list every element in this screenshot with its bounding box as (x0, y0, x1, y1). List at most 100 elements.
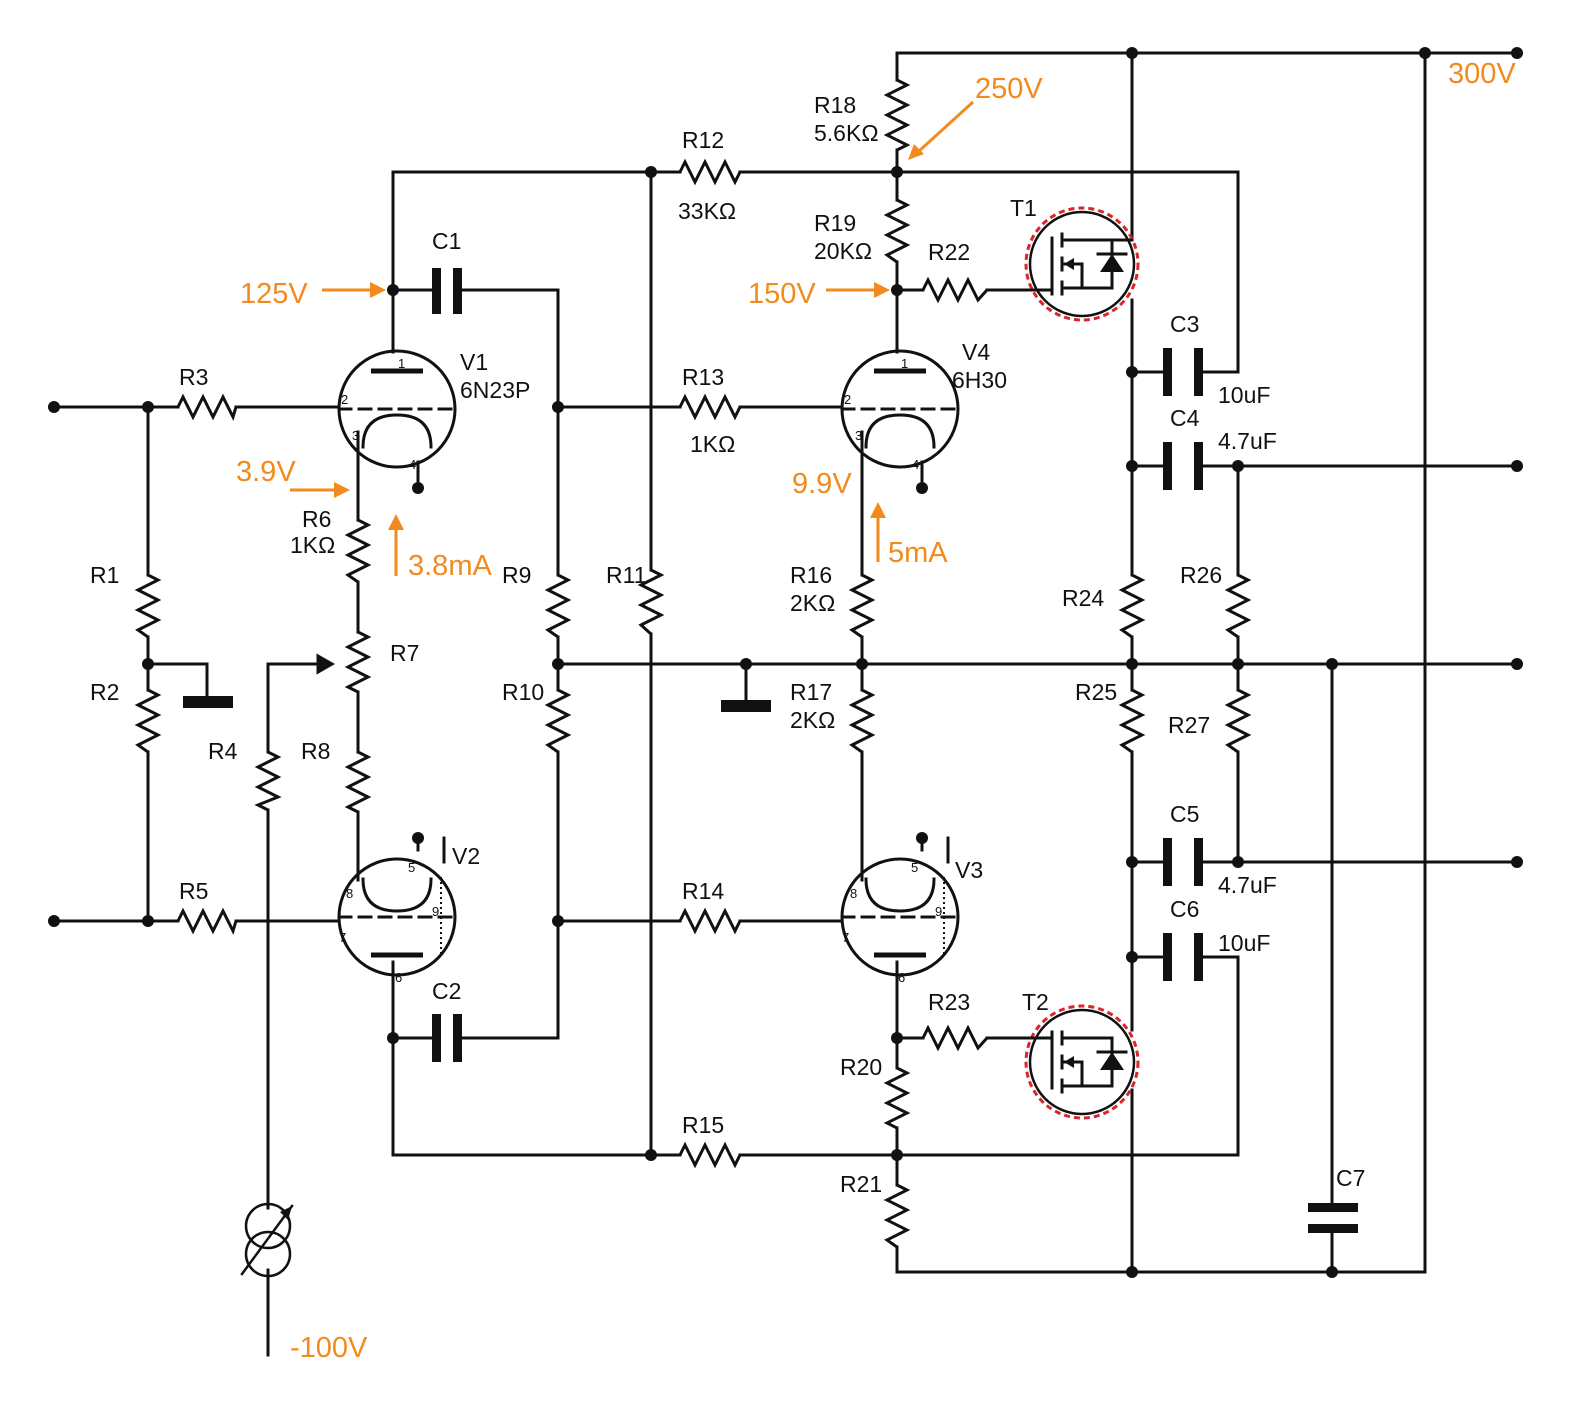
label-V2: V2 (452, 843, 480, 869)
label-V3: V3 (955, 857, 983, 883)
label-V1: V1 (460, 349, 488, 375)
label-T2: T2 (1022, 989, 1049, 1015)
label-C4: C4 (1170, 405, 1200, 431)
label-R23: R23 (928, 989, 970, 1015)
annotation-3-9v: 3.9V (236, 456, 296, 488)
svg-text:3: 3 (855, 428, 862, 443)
label-R11: R11 (606, 562, 647, 588)
R12-symbol (678, 158, 742, 186)
label-R9: R9 (502, 562, 531, 588)
R19-symbol (883, 198, 911, 264)
annotation-125v: 125V (240, 278, 308, 310)
label-R2: R2 (90, 679, 119, 705)
current-source (240, 1202, 294, 1278)
R23-symbol (921, 1024, 989, 1052)
label-R18: R18 (814, 92, 856, 118)
annotation-250v: 250V (975, 73, 1043, 105)
R7-symbol (344, 630, 372, 694)
label-C2: C2 (432, 978, 461, 1004)
label-R10: R10 (502, 679, 544, 705)
label-R18-value: 5.6KΩ (814, 120, 879, 146)
voltage-current-annotations: 300V 250V 125V 150V 3.9V 9.9V 3.8mA 5mA … (236, 58, 1516, 1364)
svg-text:4: 4 (912, 457, 919, 472)
R10-symbol (544, 688, 572, 754)
label-R13-value: 1KΩ (690, 431, 735, 457)
label-R19-value: 20KΩ (814, 238, 872, 264)
R26-symbol (1224, 573, 1252, 639)
svg-text:3: 3 (352, 428, 359, 443)
C3-symbol (1163, 348, 1203, 396)
label-R14: R14 (682, 878, 724, 904)
C6-symbol (1163, 933, 1203, 981)
mosfet-T1 (1024, 206, 1140, 322)
annotation-300v: 300V (1448, 58, 1516, 90)
svg-text:7: 7 (842, 930, 849, 945)
svg-text:6: 6 (395, 970, 402, 985)
label-C6-value: 10uF (1218, 930, 1270, 956)
svg-text:5: 5 (408, 860, 415, 875)
label-R7: R7 (390, 640, 419, 666)
svg-text:4: 4 (409, 457, 416, 472)
R15-symbol (678, 1141, 742, 1169)
label-V4: V4 (962, 339, 990, 365)
label-C7: C7 (1336, 1165, 1365, 1191)
label-R6: R6 (302, 506, 331, 532)
R25-symbol (1118, 688, 1146, 754)
mosfet-T2 (1024, 1004, 1140, 1120)
label-C6: C6 (1170, 896, 1199, 922)
label-R1: R1 (90, 562, 119, 588)
label-R20: R20 (840, 1054, 882, 1080)
R20-symbol (883, 1066, 911, 1130)
label-R5: R5 (179, 878, 208, 904)
label-R12: R12 (682, 127, 724, 153)
annotation-minus100v: -100V (290, 1332, 368, 1364)
label-R21: R21 (840, 1171, 882, 1197)
label-R15: R15 (682, 1112, 724, 1138)
R27-symbol (1224, 688, 1252, 754)
label-C1: C1 (432, 228, 461, 254)
svg-text:6: 6 (898, 970, 905, 985)
R11-symbol (637, 568, 665, 636)
svg-text:8: 8 (346, 886, 353, 901)
ground-symbols (183, 696, 771, 712)
R22-symbol (921, 276, 989, 304)
svg-text:9: 9 (432, 904, 439, 919)
R1-symbol (134, 573, 162, 639)
R24-symbol (1118, 573, 1146, 639)
capacitor-symbols (432, 268, 1358, 1233)
label-R12-value: 33KΩ (678, 198, 736, 224)
label-R26: R26 (1180, 562, 1222, 588)
annotation-9-9v: 9.9V (792, 468, 852, 500)
label-R16: R16 (790, 562, 832, 588)
ground-center (721, 700, 771, 712)
label-C3: C3 (1170, 311, 1199, 337)
wiring (52, 51, 1519, 1357)
R8-symbol (344, 750, 372, 814)
label-R3: R3 (179, 364, 208, 390)
label-R24: R24 (1062, 585, 1104, 611)
R6-symbol (344, 518, 372, 584)
svg-text:2: 2 (341, 392, 348, 407)
label-V4-type: 6H30 (952, 367, 1007, 393)
annotation-5ma: 5mA (888, 537, 948, 569)
label-T1: T1 (1010, 195, 1037, 221)
R17-symbol (848, 688, 876, 754)
label-R13: R13 (682, 364, 724, 390)
label-R22: R22 (928, 239, 970, 265)
svg-text:1: 1 (901, 356, 908, 371)
C7-symbol (1308, 1203, 1358, 1233)
label-R17: R17 (790, 679, 832, 705)
R16-symbol (848, 573, 876, 639)
label-R16-value: 2KΩ (790, 590, 835, 616)
tube-V1 (339, 351, 455, 467)
label-C4-value: 4.7uF (1218, 428, 1277, 454)
resistor-symbols (134, 78, 1252, 1249)
R14-symbol (678, 907, 742, 935)
R9-symbol (544, 573, 572, 639)
R2-symbol (134, 688, 162, 754)
ground-left (183, 696, 233, 708)
C1-symbol (432, 268, 462, 314)
label-R6-value: 1KΩ (290, 532, 335, 558)
R5-symbol (176, 907, 238, 936)
